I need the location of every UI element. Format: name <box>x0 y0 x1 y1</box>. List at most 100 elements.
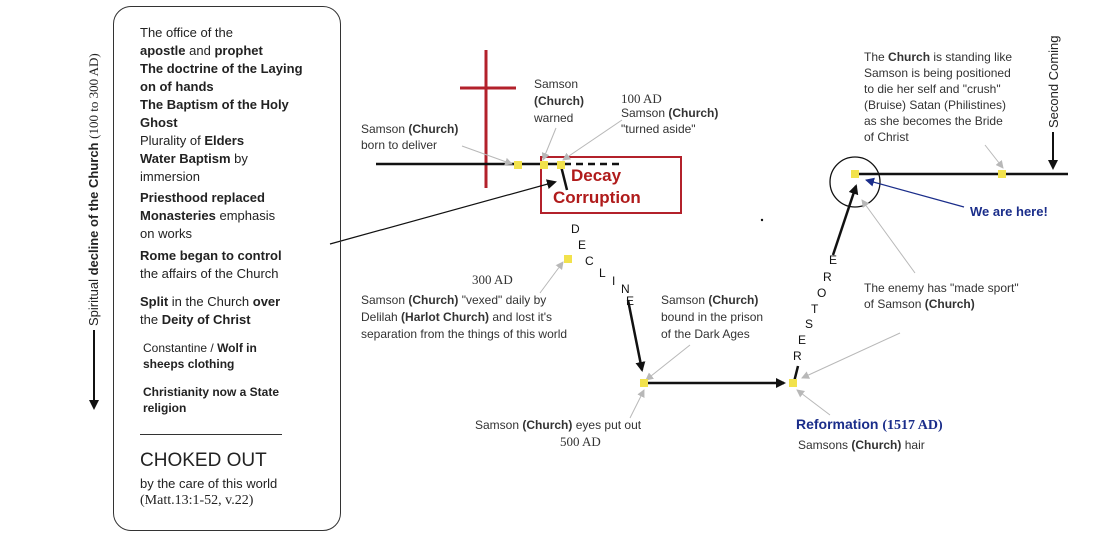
label-we-are-here: We are here! <box>970 204 1048 219</box>
label-date-500: 500 AD <box>560 434 601 449</box>
label-reformation: Reformation (1517 AD) <box>796 416 943 433</box>
decline-letter-4: L <box>599 266 606 280</box>
pointer-turned <box>562 119 623 161</box>
label-vexed-3: separation from the things of this world <box>361 327 568 341</box>
label-warned-2: (Church) <box>534 94 584 108</box>
restore-letter-3: S <box>805 317 814 331</box>
vertical-dates: (100 to 300 AD) <box>86 53 101 139</box>
label-born-1: Samson (Church) <box>361 122 459 136</box>
label-corruption: Corruption <box>553 188 641 207</box>
decline-letter-7: E <box>626 294 635 308</box>
box-line-constantine: Constantine / Wolf in <box>143 341 257 355</box>
restore-letter-7: E <box>829 253 838 267</box>
decline-letter-2: E <box>578 238 587 252</box>
marker-300ad <box>564 255 572 263</box>
label-decay: Decay <box>571 166 622 185</box>
box-line-affairs: the affairs of the Church <box>140 266 279 281</box>
box-line-immersion: immersion <box>140 169 200 184</box>
label-sport-2: of Samson (Church) <box>864 297 975 311</box>
label-date-100: 100 AD <box>621 91 662 106</box>
label-hair: Samsons (Church) hair <box>798 438 925 452</box>
label-vexed-1: Samson (Church) "vexed" daily by <box>361 293 547 307</box>
box-line-baptism-2: Ghost <box>140 115 178 130</box>
label-vexed-2: Delilah (Harlot Church) and lost it's <box>361 310 553 324</box>
marker-bride <box>998 170 1006 178</box>
label-warned-1: Samson <box>534 77 579 91</box>
marker-turned <box>557 161 565 169</box>
decline-arrow <box>626 299 646 372</box>
label-bound-2: bound in the prison <box>661 310 764 324</box>
label-standing-3: to die her self and "crush" <box>864 82 1001 96</box>
decline-line <box>559 165 569 191</box>
decline-vertical-label: Spiritual decline of the Church (100 to … <box>86 53 102 326</box>
box-line-rome: Rome began to control <box>140 248 282 263</box>
pointer-sport-a <box>861 199 916 274</box>
box-line-baptism-1: The Baptism of the Holy <box>140 97 289 112</box>
box-care: by the care of this world <box>140 476 278 491</box>
pointer-eyes <box>629 389 645 419</box>
box-divider <box>140 434 282 435</box>
decline-letter-3: C <box>585 254 594 268</box>
restore-letter-4: T <box>811 302 819 316</box>
box-line-monasteries: Monasteries emphasis <box>140 208 276 223</box>
label-date-300: 300 AD <box>472 272 513 287</box>
label-sport-1: The enemy has "made sport" <box>864 281 1019 295</box>
marker-born <box>514 161 522 169</box>
rome-pointer <box>329 179 557 245</box>
pointer-vexed <box>539 261 564 294</box>
restore-letter-2: E <box>798 333 807 347</box>
restore-letter-1: R <box>793 349 802 363</box>
pointer-standing <box>984 144 1004 169</box>
here-circle <box>829 156 881 208</box>
box-line-deity: the Deity of Christ <box>140 312 251 327</box>
box-line-doctrine-2: on of hands <box>140 79 214 94</box>
label-bound-3: of the Dark Ages <box>661 327 750 341</box>
marker-here <box>851 170 859 178</box>
decline-letter-6: N <box>621 282 630 296</box>
label-standing-2: Samson is being positioned <box>864 66 1011 80</box>
pointer-bound <box>645 344 691 381</box>
box-line-christianity-2: religion <box>143 401 187 415</box>
box-line-apostle: apostle and prophet <box>140 43 263 58</box>
restore-letter-5: O <box>817 286 827 300</box>
church-decline-box <box>113 6 341 531</box>
marker-warned <box>540 161 548 169</box>
box-line-plurality: Plurality of Elders <box>140 133 245 148</box>
label-turned-1: Samson (Church) <box>621 106 719 120</box>
label-second-coming: Second Coming <box>1046 35 1061 129</box>
label-born-2: born to deliver <box>361 138 438 152</box>
box-line-works: on works <box>140 226 193 241</box>
marker-500ad <box>640 379 648 387</box>
stray-dot <box>760 218 764 222</box>
pointer-here <box>865 177 965 208</box>
vertical-prefix: Spiritual <box>86 279 101 326</box>
box-choked-out: CHOKED OUT <box>140 450 267 471</box>
label-standing-5: as she becomes the Bride <box>864 114 1003 128</box>
restore-letter-6: R <box>823 270 832 284</box>
label-bound-1: Samson (Church) <box>661 293 759 307</box>
decline-letter-5: I <box>612 274 616 288</box>
pointer-born <box>461 145 513 166</box>
marker-reformation <box>789 379 797 387</box>
pointer-warned <box>541 127 557 161</box>
pointer-reformation <box>796 389 831 416</box>
box-line-christianity-1: Christianity now a State <box>143 385 280 399</box>
pointer-sport-b <box>801 332 901 379</box>
decline-letter-1: D <box>571 222 580 236</box>
vertical-bold: decline of the Church <box>86 142 101 276</box>
label-standing-1: The Church is standing like <box>864 50 1013 64</box>
label-standing-4: (Bruise) Satan (Philistines) <box>864 98 1007 112</box>
box-line-split: Split in the Church over <box>140 294 281 309</box>
label-warned-3: warned <box>534 111 574 125</box>
label-standing-6: of Christ <box>864 130 909 144</box>
restore-arrow <box>831 184 859 256</box>
box-line-priesthood: Priesthood replaced <box>140 190 265 205</box>
box-line-water: Water Baptism by <box>140 151 248 166</box>
box-line-office: The office of the <box>140 25 233 40</box>
label-eyes-1: Samson (Church) eyes put out <box>475 418 642 432</box>
box-line-doctrine-1: The doctrine of the Laying <box>140 61 303 76</box>
box-line-sheeps: sheeps clothing <box>143 357 235 371</box>
box-matt: (Matt.13:1-52, v.22) <box>140 493 254 508</box>
decay-box <box>540 156 682 214</box>
